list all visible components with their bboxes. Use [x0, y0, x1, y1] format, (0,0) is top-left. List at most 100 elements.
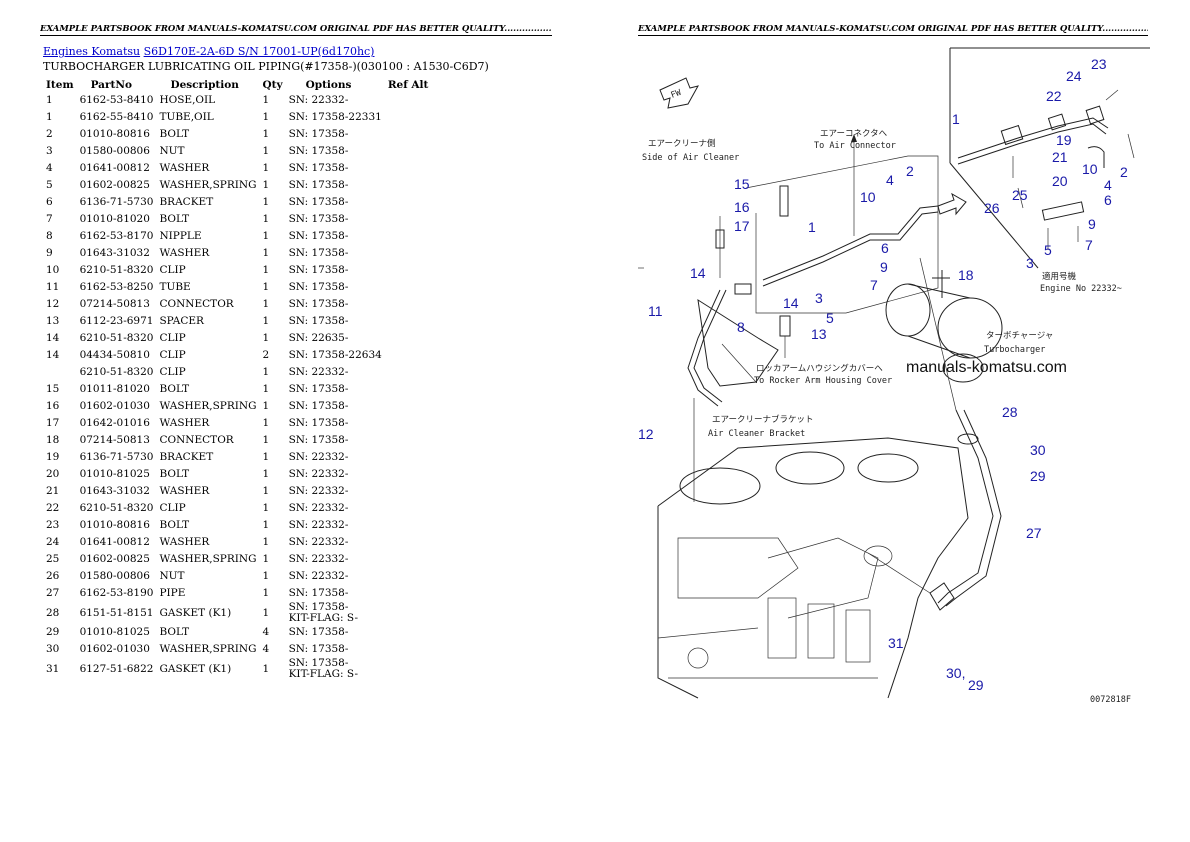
callout-number: 5	[826, 310, 834, 326]
options-cell: SN: 17358-KIT-FLAG: S-	[286, 602, 385, 624]
callout-number: 20	[1052, 173, 1068, 189]
description-cell: CONNECTOR	[159, 434, 234, 446]
options-cell: SN: 22332-	[286, 551, 385, 568]
item-cell: 14	[46, 332, 60, 344]
ref-alt-cell	[385, 517, 432, 534]
breadcrumb-link-engines[interactable]: Engines Komatsu	[43, 45, 141, 58]
options-serial: SN: 22332-	[288, 502, 349, 514]
item-cell: 25	[46, 553, 60, 565]
callout-number: 3	[815, 290, 823, 306]
qty-cell: 1	[262, 94, 270, 106]
ref-alt-cell	[385, 364, 432, 381]
partno-cell: 6162-53-8250	[79, 281, 154, 293]
ref-alt-cell	[385, 568, 432, 585]
partno-cell: 6210-51-8320	[79, 502, 154, 514]
options-serial: SN: 22332-	[288, 485, 349, 497]
options-cell: SN: 17358-	[286, 415, 385, 432]
options-kit-flag: KIT-FLAG: S-	[288, 612, 358, 624]
options-cell: SN: 22635-	[286, 330, 385, 347]
qty-cell: 1	[262, 502, 270, 514]
callout-number: 19	[1056, 132, 1072, 148]
ref-alt-cell	[385, 211, 432, 228]
parts-table: Item PartNo Description Qty Options Ref …	[43, 77, 431, 680]
qty-cell: 1	[262, 468, 270, 480]
ref-alt-cell	[385, 449, 432, 466]
partno-cell: 6136-71-5730	[79, 451, 154, 463]
breadcrumb-link-model[interactable]: S6D170E-2A-6D S/N 17001-UP(6d170hc)	[143, 45, 375, 58]
callout-number: 11	[648, 303, 663, 319]
options-serial: SN: 17358-	[288, 230, 349, 242]
description-cell: BRACKET	[159, 451, 214, 463]
ref-alt-cell	[385, 500, 432, 517]
options-cell: SN: 17358-	[286, 143, 385, 160]
item-cell: 8	[46, 230, 53, 242]
description-cell: BOLT	[159, 626, 190, 638]
item-cell: 14	[46, 349, 60, 361]
section-title: TURBOCHARGER LUBRICATING OIL PIPING(#173…	[43, 60, 489, 73]
options-cell: SN: 22332-	[286, 364, 385, 381]
callout-number: 4	[886, 172, 894, 188]
engine-no-label: Engine No 22332~	[1040, 284, 1122, 294]
ref-alt-cell	[385, 483, 432, 500]
callout-number: 8	[737, 319, 745, 335]
description-cell: PIPE	[159, 587, 186, 599]
item-cell: 15	[46, 383, 60, 395]
ref-alt-cell	[385, 279, 432, 296]
callout-number: 10	[1082, 161, 1098, 177]
ref-alt-cell	[385, 109, 432, 126]
options-serial: SN: 22332-	[288, 519, 349, 531]
ref-alt-cell	[385, 551, 432, 568]
callout-number: 9	[880, 259, 888, 275]
ref-alt-cell	[385, 245, 432, 262]
ref-alt-cell	[385, 398, 432, 415]
description-cell: GASKET (K1)	[159, 662, 232, 675]
ref-alt-cell	[385, 432, 432, 449]
options-cell: SN: 17358-	[286, 296, 385, 313]
qty-cell: 1	[262, 315, 270, 327]
partno-cell: 01580-00806	[79, 570, 150, 582]
callout-number: 4	[1104, 177, 1112, 193]
item-cell: 10	[46, 264, 60, 276]
ref-alt-cell	[385, 143, 432, 160]
options-cell: SN: 22332-	[286, 568, 385, 585]
inset-diagonal	[949, 162, 1039, 269]
partno-cell: 6210-51-8320	[79, 332, 154, 344]
item-cell: 11	[46, 281, 60, 293]
options-serial: SN: 17358-	[288, 400, 349, 412]
engine-block-sketch	[657, 437, 969, 699]
qty-cell: 1	[262, 366, 270, 378]
item-cell: 2	[46, 128, 53, 140]
description-cell: CLIP	[159, 502, 186, 514]
partno-cell: 01641-00812	[79, 536, 150, 548]
item-cell: 6	[46, 196, 53, 208]
item-cell: 4	[46, 162, 53, 174]
qty-cell: 1	[262, 111, 270, 123]
item-cell: 7	[46, 213, 53, 225]
ref-alt-cell	[385, 228, 432, 245]
partno-cell: 01010-81025	[79, 626, 150, 638]
ref-alt-cell	[385, 658, 432, 680]
options-serial: SN: 17358-	[288, 643, 349, 655]
item-cell: 27	[46, 587, 60, 599]
ref-alt-cell	[385, 126, 432, 143]
partno-cell: 01643-31032	[79, 247, 150, 259]
air-connector-label: To Air Connector	[814, 141, 896, 151]
partno-cell: 07214-50813	[79, 298, 150, 310]
partno-cell: 01010-81020	[79, 213, 150, 225]
